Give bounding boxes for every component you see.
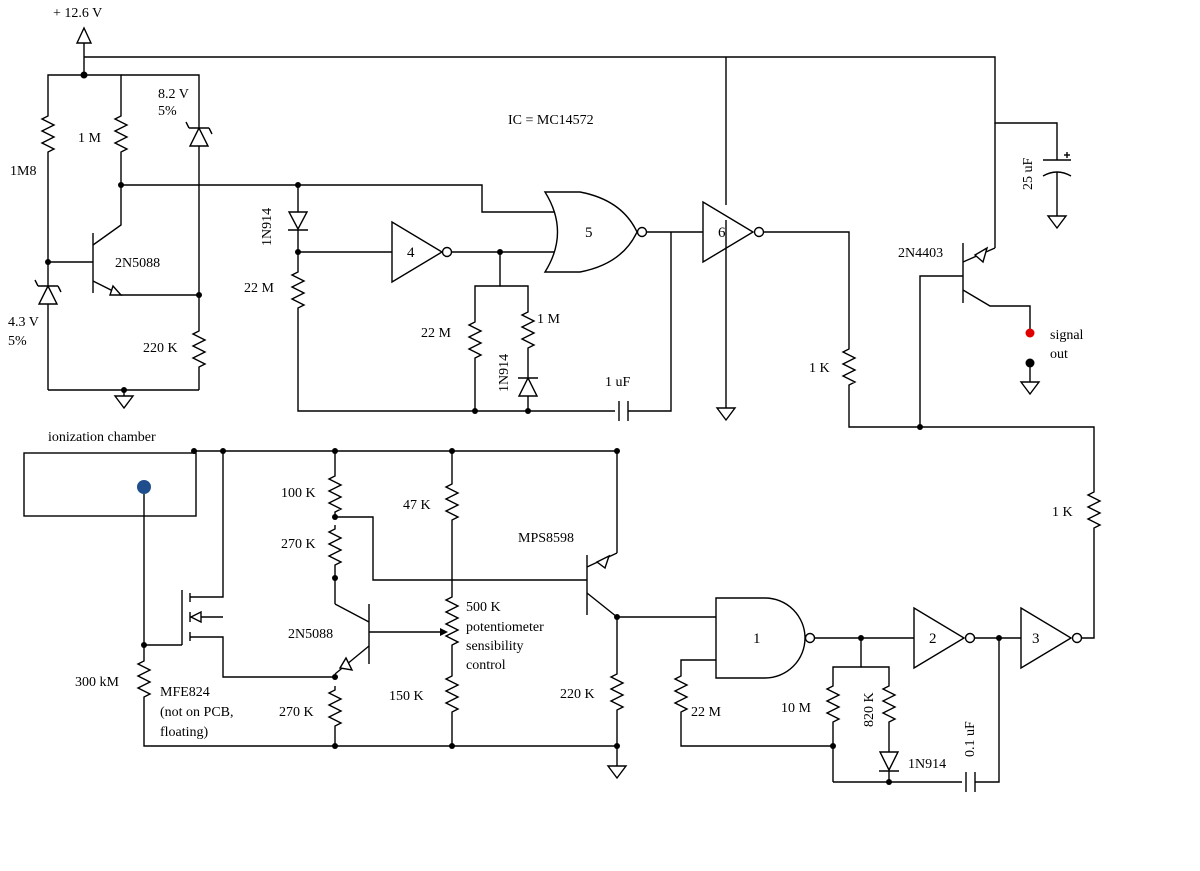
inverter-3 [1020,532,1095,670]
capacitor-0-1uf-label: 0.1 uF [963,721,978,757]
transistor-2n4403 [919,243,1031,427]
supply-voltage-label: + 12.6 V [53,6,102,21]
resistor-300km [136,645,617,747]
transistor-2n5088-bottom [334,603,448,675]
zener-top-tolerance-label: 5% [158,104,177,119]
transistor-2n5088-top-label: 2N5088 [115,256,160,271]
resistor-300km-label: 300 kM [75,675,120,690]
signal-out-terminal [1020,328,1040,395]
mosfet-label-line3: floating) [160,725,209,740]
ic-type-label: IC = MC14572 [508,113,594,128]
resistor-47k-label: 47 K [403,498,431,513]
zener-top-voltage-label: 8.2 V [158,87,189,102]
mosfet-mfe824 [144,451,335,678]
resistor-1m8-label: 1M8 [10,164,36,179]
ground-top-left [48,387,199,409]
diode-1n914-c-label: 1N914 [908,757,946,772]
resistor-270k-b [327,674,343,749]
nor-gate-5 [543,191,703,273]
gate-5-label: 5 [585,225,593,241]
resistor-22m-c [673,672,833,747]
resistor-10m-label: 10 M [781,701,812,716]
zener-bottom-tolerance-label: 5% [8,334,27,349]
capacitor-25uf [1042,152,1072,229]
resistor-1m-top-label: 1 M [78,131,102,146]
inverter-4 [298,220,557,284]
gate-6-label: 6 [718,225,726,241]
resistor-22m-c-label: 22 M [691,705,722,720]
mosfet-label-line1: MFE824 [160,685,210,700]
resistor-270k-b-label: 270 K [279,705,314,720]
potentiometer-value-label: 500 K [466,600,501,615]
resistor-100k-label: 100 K [281,486,316,501]
nand-gate-1 [680,597,914,679]
ionization-chamber [23,452,197,648]
inverter-2 [913,606,1021,670]
resistor-150k-label: 150 K [389,689,424,704]
inverter-6 [702,200,850,421]
signal-out-label-line1: signal [1050,328,1084,343]
collector-node [118,182,557,298]
gate-1-label: 1 [753,631,761,647]
resistor-1k-a [841,345,1095,488]
resistor-1k-b [1086,488,1102,532]
resistor-1m-top [113,112,129,185]
resistor-220k-bottom-label: 220 K [560,687,595,702]
resistor-22m-b-label: 22 M [421,326,452,341]
zener-4v3 [34,259,62,390]
ionization-chamber-label: ionization chamber [48,430,156,445]
potentiometer-desc-line2: sensibility [466,639,524,654]
transistor-2n5088-top [48,185,199,296]
resistor-270k-a [327,525,343,604]
supply-rail [47,26,1058,248]
gate-4-label: 4 [407,245,415,261]
resistor-22m-a-label: 22 M [244,281,275,296]
transistor-mps8598 [442,552,716,620]
potentiometer-desc-line1: potentiometer [466,620,544,635]
resistor-47k [444,451,460,524]
transistor-mps8598-label: MPS8598 [518,531,574,546]
resistor-1m-b-label: 1 M [537,312,561,327]
rc-network-1 [825,638,962,785]
schematic-labels: + 12.6 V IC = MC14572 8.2 V 5% 1M8 1 M 2… [8,6,1084,772]
capacitor-1uf-label: 1 uF [605,375,631,390]
capacitor-1uf [618,232,672,421]
capacitor-0-1uf [965,638,1000,792]
resistor-1m8 [40,112,56,262]
resistor-1k-a-label: 1 K [809,361,830,376]
resistor-220k-top [191,295,207,390]
resistor-220k-top-label: 220 K [143,341,178,356]
gate-2-label: 2 [929,631,937,647]
resistor-150k [444,649,460,749]
resistor-100k [327,451,442,581]
mosfet-label-line2: (not on PCB, [160,705,234,720]
top-bus-bottom [191,448,620,553]
potentiometer-desc-line3: control [466,658,506,673]
resistor-22m-a [290,252,615,412]
potentiometer-500k [444,524,460,649]
resistor-820k-label: 820 K [862,692,877,727]
resistor-1k-b-label: 1 K [1052,505,1073,520]
gate-3-label: 3 [1032,631,1040,647]
transistor-2n4403-label: 2N4403 [898,246,943,261]
zener-8v2 [185,112,213,295]
transistor-2n5088-bottom-label: 2N5088 [288,627,333,642]
capacitor-25uf-label: 25 uF [1021,158,1036,191]
rc-network-4 [467,252,539,414]
zener-bottom-voltage-label: 4.3 V [8,315,39,330]
diode-1n914-a [287,182,309,255]
diode-1n914-b-label: 1N914 [497,354,512,392]
diode-1n914-a-label: 1N914 [260,208,275,246]
resistor-220k-bottom [607,617,627,779]
signal-out-label-line2: out [1050,347,1068,362]
resistor-270k-a-label: 270 K [281,537,316,552]
